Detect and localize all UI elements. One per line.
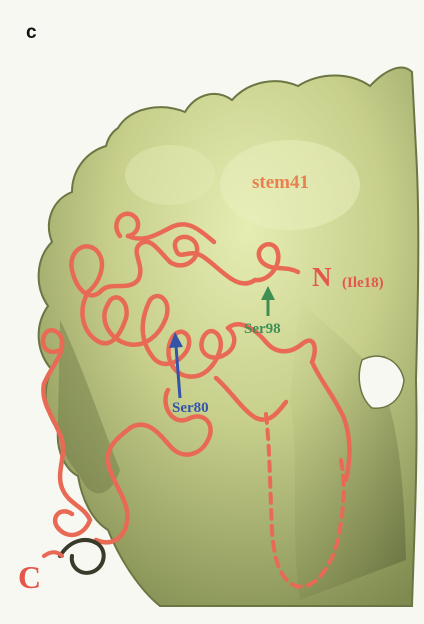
n-residue-label: (Ile18) <box>342 275 384 291</box>
c-terminal-tail <box>44 552 62 556</box>
c-terminal-loop <box>60 540 104 573</box>
stem-label: stem41 <box>252 172 309 193</box>
panel-letter: c <box>26 22 37 44</box>
ser80-label: Ser80 <box>172 400 209 416</box>
c-terminus-label: C <box>18 559 41 595</box>
n-terminus-label: N <box>312 262 332 292</box>
surface-highlight-2 <box>125 145 215 205</box>
ser98-label: Ser98 <box>244 321 281 337</box>
